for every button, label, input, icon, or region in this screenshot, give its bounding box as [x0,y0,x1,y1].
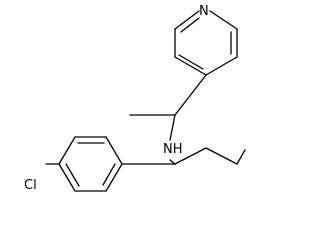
benzene-bond [58,136,76,165]
amine-nh-label: NH [163,142,183,157]
propyl-bond [174,147,207,165]
chemical-structure-diagram: N NH Cl [24,4,246,193]
pyridine-nitrogen-label: N [199,4,209,19]
ethyl-linker [129,74,207,141]
benzene-bond [58,163,76,192]
chlorine-label: Cl [24,178,37,193]
pyridine-double-bond-inner [180,17,200,33]
butyl-chain [169,147,246,165]
benzene-double-bond-inner [65,163,80,187]
ring-to-methine-bond [174,74,207,116]
benzene-double-bond-inner [102,163,116,186]
nh-to-methine-bond [169,159,176,165]
propyl-bond [205,147,238,165]
pyridine-bond [174,56,207,76]
pyridine-bond [174,10,200,30]
pyridine-bond [205,56,238,76]
benzene-bond [105,163,123,192]
chlorophenyl-ring [45,136,176,192]
pyridine-bond [209,10,238,30]
pyridine-ring: N [174,4,238,76]
propyl-bond [236,149,246,165]
benzene-bond [105,136,123,165]
methine-to-nh-bond [169,114,176,141]
pyridine-double-bond-inner [178,54,204,70]
